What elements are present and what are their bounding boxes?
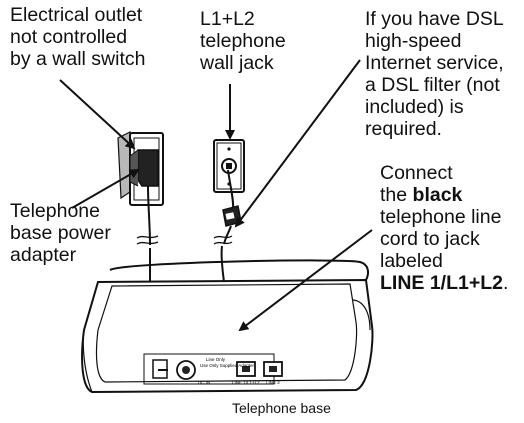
dsl-label-line: high-speed (365, 30, 462, 52)
dsl-label-line: required. (365, 118, 442, 140)
wall-jack-label: L1+L2 telephone wall jack (200, 8, 286, 74)
telephone-base-icon (81, 259, 374, 394)
outlet-label-line: by a wall switch (10, 48, 146, 70)
wall-jack-label-line: wall jack (200, 52, 274, 74)
electrical-outlet-icon (117, 131, 164, 206)
dsl-label-line: a DSL filter (not (365, 74, 500, 96)
outlet-label-line: not controlled (10, 26, 128, 48)
panel-label-line2: LINE 2 (266, 380, 280, 385)
connect-label-line: Connect (380, 162, 453, 184)
connect-label-line: cord to jack (380, 228, 480, 250)
adapter-label-line: adapter (10, 244, 77, 266)
adapter-label: Telephone base power adapter (10, 200, 111, 266)
wall-jack-icon (213, 139, 245, 193)
connect-label-line: LINE 1/L1+L2. (380, 272, 508, 294)
outlet-label-line: Electrical outlet (10, 4, 143, 26)
adapter-label-line: base power (10, 222, 111, 244)
dsl-label-line: Internet service, (365, 52, 504, 74)
power-adapter-icon (129, 149, 159, 187)
connect-label-jack: LINE 1/L1+L2 (380, 272, 503, 294)
dsl-label: If you have DSL high-speed Internet serv… (365, 8, 504, 140)
connect-label: Connect the black telephone line cord to… (380, 162, 508, 294)
connect-label-line: telephone line (380, 206, 502, 228)
connect-label-prefix: the (380, 184, 413, 206)
dsl-label-line: If you have DSL (365, 8, 504, 30)
panel-label-dcin: DC IN (198, 380, 210, 385)
connect-label-black: black (412, 184, 463, 206)
panel-label-line1: LINE 1/L1+L2 (232, 380, 260, 385)
wall-jack-label-line: telephone (200, 30, 286, 52)
adapter-label-line: Telephone (10, 200, 100, 222)
wall-jack-label-line: L1+L2 (200, 8, 255, 30)
connect-label-suffix: . (503, 272, 509, 294)
connect-label-line: the black (380, 184, 508, 206)
panel-label-line-only: Line Only (206, 357, 226, 362)
connect-label-line: labeled (380, 250, 443, 272)
callout-arrows (59, 59, 373, 332)
base-caption: Telephone base (232, 400, 331, 416)
dsl-label-line: included) is (365, 96, 464, 118)
panel-label-adapter: Use Only Supplied Adapter (200, 363, 255, 368)
outlet-label: Electrical outlet not controlled by a wa… (10, 4, 145, 70)
